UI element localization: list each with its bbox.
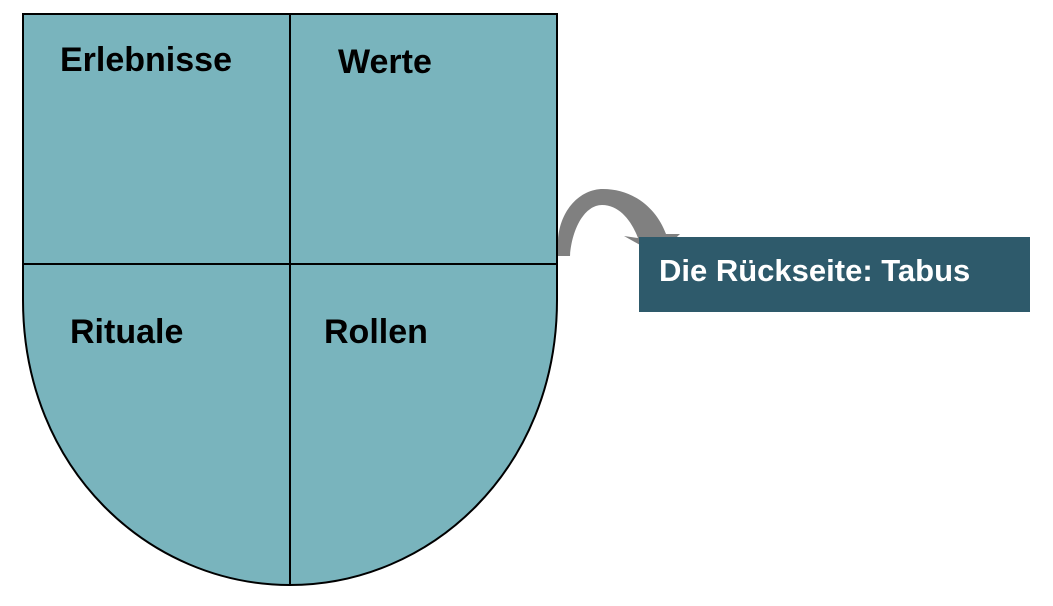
quadrant-label-rituale: Rituale — [70, 313, 183, 351]
backside-label: Die Rückseite: Tabus — [659, 253, 970, 288]
quadrant-label-erlebnisse: Erlebnisse — [60, 41, 232, 79]
quadrant-label-werte: Werte — [338, 43, 432, 81]
quadrant-label-rollen: Rollen — [324, 313, 428, 351]
backside-box — [639, 237, 1030, 312]
